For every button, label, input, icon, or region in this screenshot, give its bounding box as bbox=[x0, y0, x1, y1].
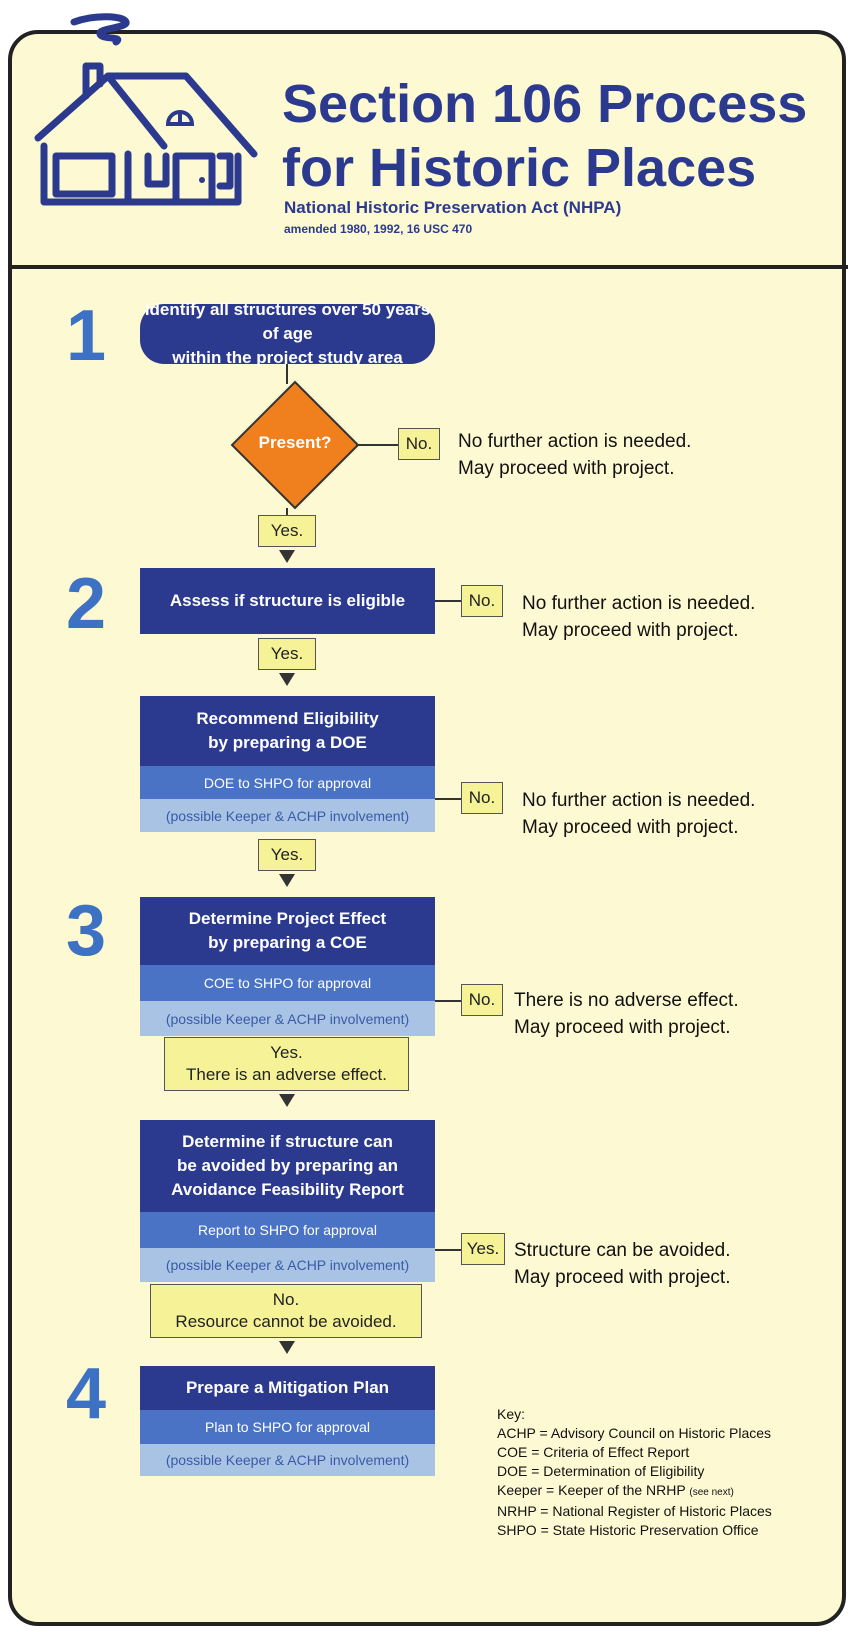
arrow-down-icon bbox=[279, 673, 295, 686]
outcome-4: There is no adverse effect. May proceed … bbox=[514, 987, 739, 1041]
identify-structures-box: Identify all structures over 50 years of… bbox=[140, 300, 435, 367]
arrow-down-icon bbox=[279, 1341, 295, 1354]
doe-involvement: (possible Keeper & ACHP involvement) bbox=[140, 799, 435, 832]
connector bbox=[286, 508, 288, 516]
yes-label-2: Yes. bbox=[258, 638, 316, 670]
arrow-down-icon bbox=[279, 550, 295, 563]
outcome-1-line-1: No further action is needed. bbox=[458, 431, 692, 452]
no-label-1: No. bbox=[398, 428, 440, 460]
step-number-1: 1 bbox=[66, 296, 107, 376]
arrow-down-icon bbox=[279, 874, 295, 887]
key-shpo: SHPO = State Historic Preservation Offic… bbox=[497, 1522, 759, 1538]
title-line-2: for Historic Places bbox=[282, 138, 757, 198]
connector bbox=[356, 444, 398, 446]
header-divider bbox=[8, 265, 848, 269]
outcome-3-line-2: May proceed with project. bbox=[522, 817, 739, 838]
no-label-3: No. bbox=[461, 782, 503, 814]
key-achp: ACHP = Advisory Council on Historic Plac… bbox=[497, 1425, 772, 1441]
title-line-1: Section 106 Process bbox=[282, 74, 808, 134]
yes-adverse-line-2: There is an adverse effect. bbox=[186, 1065, 387, 1084]
outcome-1-line-2: May proceed with project. bbox=[458, 458, 675, 479]
no-avoid-label: No. Resource cannot be avoided. bbox=[150, 1284, 422, 1338]
outcome-5-line-1: Structure can be avoided. bbox=[514, 1240, 731, 1261]
key-keeper-text: Keeper = Keeper of the NRHP bbox=[497, 1482, 686, 1498]
key-coe: COE = Criteria of Effect Report bbox=[497, 1444, 690, 1460]
arrow-down-icon bbox=[279, 1094, 295, 1107]
outcome-3-line-1: No further action is needed. bbox=[522, 790, 756, 811]
outcome-5-line-2: May proceed with project. bbox=[514, 1267, 731, 1288]
coe-line-1: Determine Project Effect bbox=[188, 909, 387, 928]
doe-line-2: by preparing a DOE bbox=[208, 733, 367, 752]
avoid-approval: Report to SHPO for approval bbox=[140, 1212, 435, 1248]
outcome-3: No further action is needed. May proceed… bbox=[522, 787, 755, 841]
mitigation-approval: Plan to SHPO for approval bbox=[140, 1410, 435, 1444]
coe-line-2: by preparing a COE bbox=[208, 933, 367, 952]
yes-adverse-label: Yes. There is an adverse effect. bbox=[164, 1037, 409, 1091]
step-number-3: 3 bbox=[66, 891, 107, 971]
coe-approval: COE to SHPO for approval bbox=[140, 965, 435, 1001]
doe-approval: DOE to SHPO for approval bbox=[140, 766, 435, 799]
yes-label-3: Yes. bbox=[258, 839, 316, 871]
avoid-line-3: Avoidance Feasibility Report bbox=[171, 1180, 404, 1199]
no-avoid-line-2: Resource cannot be avoided. bbox=[175, 1312, 397, 1331]
present-decision-label: Present? bbox=[258, 433, 332, 452]
coe-box: Determine Project Effect by preparing a … bbox=[140, 897, 435, 965]
mitigation-box: Prepare a Mitigation Plan bbox=[140, 1366, 435, 1410]
coe-involvement: (possible Keeper & ACHP involvement) bbox=[140, 1001, 435, 1036]
avoid-involvement: (possible Keeper & ACHP involvement) bbox=[140, 1248, 435, 1282]
doe-box: Recommend Eligibility by preparing a DOE bbox=[140, 696, 435, 766]
connector bbox=[286, 364, 288, 384]
outcome-4-line-1: There is no adverse effect. bbox=[514, 990, 739, 1011]
connector bbox=[435, 1249, 461, 1251]
identify-line-2: within the project study area bbox=[172, 348, 403, 367]
key-legend: Key: ACHP = Advisory Council on Historic… bbox=[497, 1405, 772, 1540]
key-keeper-note: (see next) bbox=[689, 1487, 734, 1498]
yes-label-5: Yes. bbox=[461, 1233, 505, 1265]
no-label-2: No. bbox=[461, 585, 503, 617]
outcome-5: Structure can be avoided. May proceed wi… bbox=[514, 1237, 731, 1291]
outcome-4-line-2: May proceed with project. bbox=[514, 1017, 731, 1038]
step-number-4: 4 bbox=[66, 1354, 107, 1434]
yes-adverse-line-1: Yes. bbox=[270, 1043, 303, 1062]
outcome-2-line-1: No further action is needed. bbox=[522, 593, 756, 614]
no-label-4: No. bbox=[461, 984, 503, 1016]
connector bbox=[435, 798, 461, 800]
assess-eligibility-box: Assess if structure is eligible bbox=[140, 568, 435, 634]
outcome-2: No further action is needed. May proceed… bbox=[522, 590, 755, 644]
yes-label-1: Yes. bbox=[258, 515, 316, 547]
key-heading: Key: bbox=[497, 1406, 526, 1422]
amended-note: amended 1980, 1992, 16 USC 470 bbox=[284, 222, 473, 236]
outcome-2-line-2: May proceed with project. bbox=[522, 620, 739, 641]
doe-line-1: Recommend Eligibility bbox=[196, 709, 379, 728]
present-decision-diamond bbox=[230, 380, 360, 510]
avoidance-box: Determine if structure can be avoided by… bbox=[140, 1120, 435, 1212]
outcome-1: No further action is needed. May proceed… bbox=[458, 428, 691, 482]
key-doe: DOE = Determination of Eligibility bbox=[497, 1463, 705, 1479]
step-number-2: 2 bbox=[66, 564, 107, 644]
subtitle: National Historic Preservation Act (NHPA… bbox=[284, 198, 622, 217]
avoid-line-2: be avoided by preparing an bbox=[176, 1156, 399, 1175]
key-nrhp: NRHP = National Register of Historic Pla… bbox=[497, 1503, 772, 1519]
identify-line-1: Identify all structures over 50 years of… bbox=[144, 300, 431, 343]
no-avoid-line-1: No. bbox=[272, 1290, 300, 1309]
house-icon bbox=[34, 13, 258, 206]
connector bbox=[435, 600, 461, 602]
connector bbox=[435, 1000, 461, 1002]
key-keeper: Keeper = Keeper of the NRHP (see next) bbox=[497, 1481, 772, 1502]
mitigation-involvement: (possible Keeper & ACHP involvement) bbox=[140, 1444, 435, 1476]
avoid-line-1: Determine if structure can bbox=[182, 1132, 393, 1151]
